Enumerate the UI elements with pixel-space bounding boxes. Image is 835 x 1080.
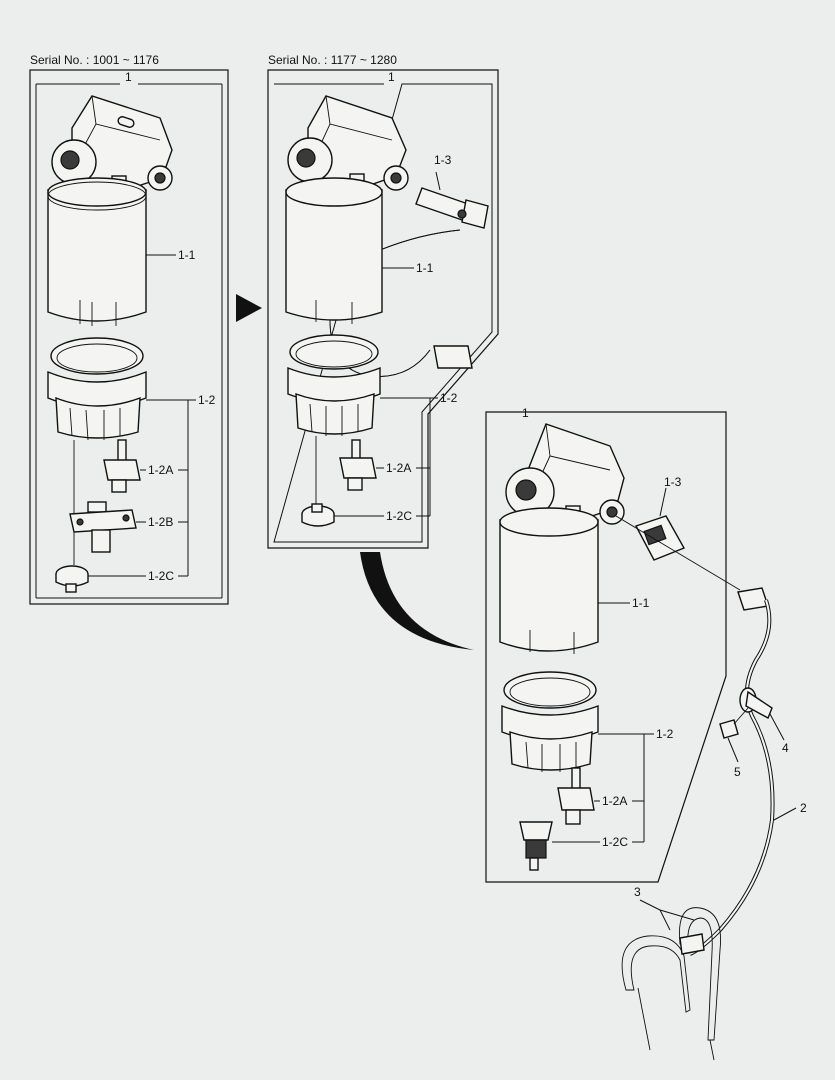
left-filter-head	[51, 95, 173, 193]
left-label-1-2b: 1-2B	[148, 515, 173, 529]
left-filter-element	[47, 177, 147, 326]
right-sensor-a	[557, 767, 595, 825]
right-label-1-2a: 1-2A	[602, 794, 627, 808]
middle-filter-bowl	[287, 334, 381, 436]
right-label-1-1: 1-1	[632, 596, 650, 610]
harness-connector	[737, 587, 769, 611]
left-sensor-a	[103, 439, 141, 493]
bolt	[719, 707, 749, 739]
serial-right-heading: Serial No. : 1177 ~ 1280	[268, 53, 397, 67]
left-filter-bowl	[47, 337, 147, 441]
transition-swoosh	[360, 552, 474, 650]
left-label-1-2a: 1-2A	[148, 463, 173, 477]
right-filter-head	[505, 423, 625, 525]
middle-sensor-a	[339, 439, 377, 491]
right-label-1-2: 1-2	[656, 727, 674, 741]
left-panel: 1 1-1 1-2	[29, 69, 229, 605]
left-label-1-2c: 1-2C	[148, 569, 174, 583]
right-filter-bowl	[501, 671, 599, 772]
right-label-1-3: 1-3	[664, 475, 682, 489]
left-label-1-1: 1-1	[178, 248, 196, 262]
middle-drain-plug	[301, 503, 335, 527]
left-drain-plug	[55, 565, 89, 593]
middle-filter-element	[285, 177, 383, 324]
middle-label-1: 1	[388, 70, 395, 84]
label-4: 4	[782, 741, 789, 755]
change-arrow	[236, 294, 262, 322]
left-sensor-b	[69, 501, 137, 553]
right-label-1: 1	[522, 406, 529, 420]
wire-harness	[689, 587, 775, 956]
right-connector	[634, 515, 686, 561]
label-3: 3	[634, 885, 641, 899]
middle-label-1-2: 1-2	[440, 391, 458, 405]
right-filter-element	[499, 507, 599, 654]
serial-left-heading: Serial No. : 1001 ~ 1176	[30, 53, 159, 67]
middle-panel: 1 1-3 1-1	[267, 69, 499, 549]
middle-label-1-2c: 1-2C	[386, 509, 412, 523]
middle-label-1-1: 1-1	[416, 261, 434, 275]
cable-ties	[621, 907, 722, 1061]
right-outer-frame	[485, 411, 727, 883]
left-label-1-2: 1-2	[198, 393, 216, 407]
middle-label-1-3: 1-3	[434, 153, 452, 167]
label-5: 5	[734, 765, 741, 779]
middle-harness-plug	[433, 345, 473, 369]
middle-label-1-2a: 1-2A	[386, 461, 411, 475]
left-label-1: 1	[125, 70, 132, 84]
label-2: 2	[800, 801, 807, 815]
middle-filter-head	[287, 95, 409, 191]
right-drain-plug	[519, 821, 553, 871]
clamp	[739, 687, 773, 719]
right-label-1-2c: 1-2C	[602, 835, 628, 849]
right-panel: 1 1-1 1-2	[485, 406, 741, 883]
middle-outer-frame	[267, 69, 499, 549]
left-outer-frame	[29, 69, 229, 605]
middle-connector	[415, 187, 489, 229]
